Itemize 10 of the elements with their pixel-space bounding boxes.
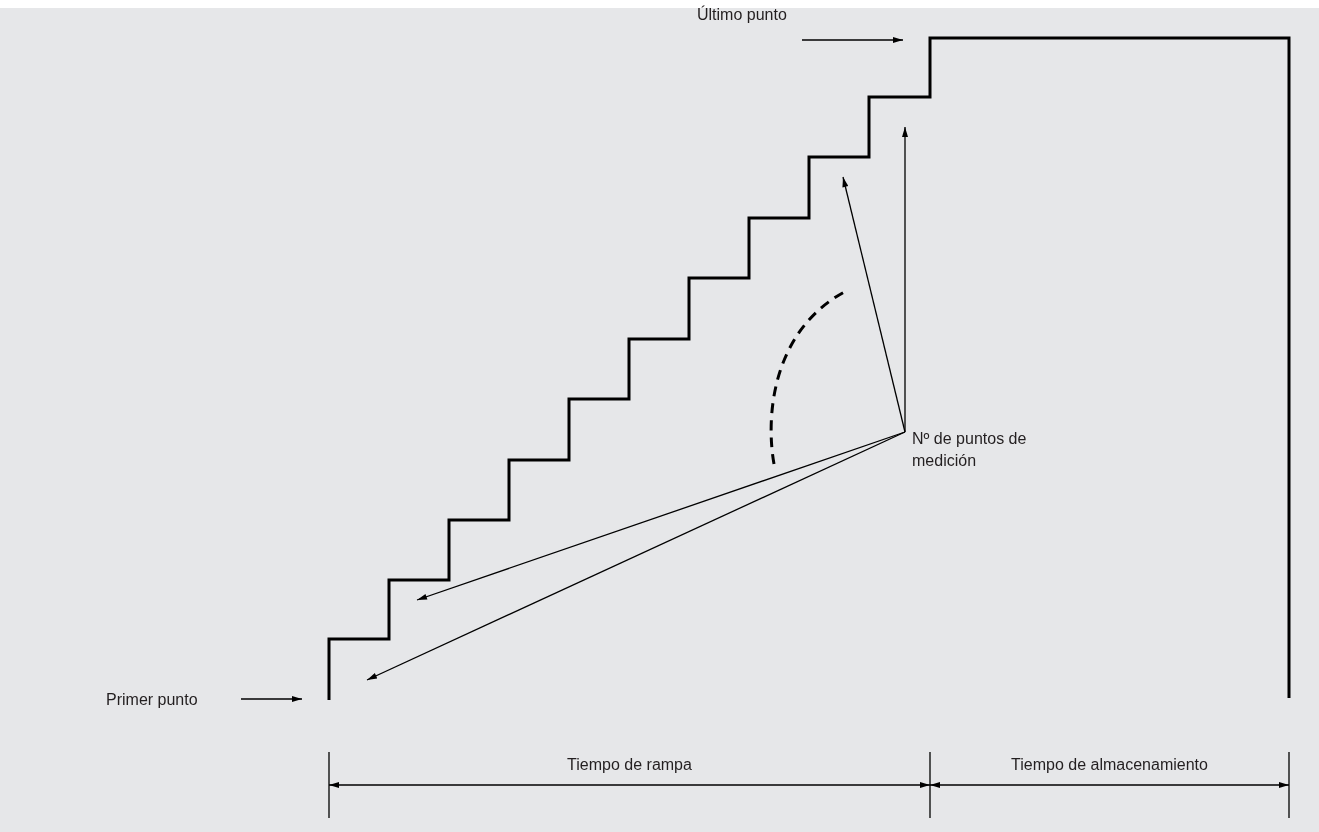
arrow [240, 696, 303, 702]
staircase-line [327, 36, 1291, 700]
arrow [902, 126, 908, 433]
dimension-label: Tiempo de almacenamiento [1011, 755, 1208, 775]
arrow [366, 431, 906, 681]
callout-label: Último punto [697, 4, 787, 26]
dimension-label: Tiempo de rampa [567, 755, 692, 775]
arrow [801, 37, 904, 43]
callout-label: Nº de puntos de medición [912, 428, 1084, 472]
callout-label: Primer punto [106, 689, 198, 711]
